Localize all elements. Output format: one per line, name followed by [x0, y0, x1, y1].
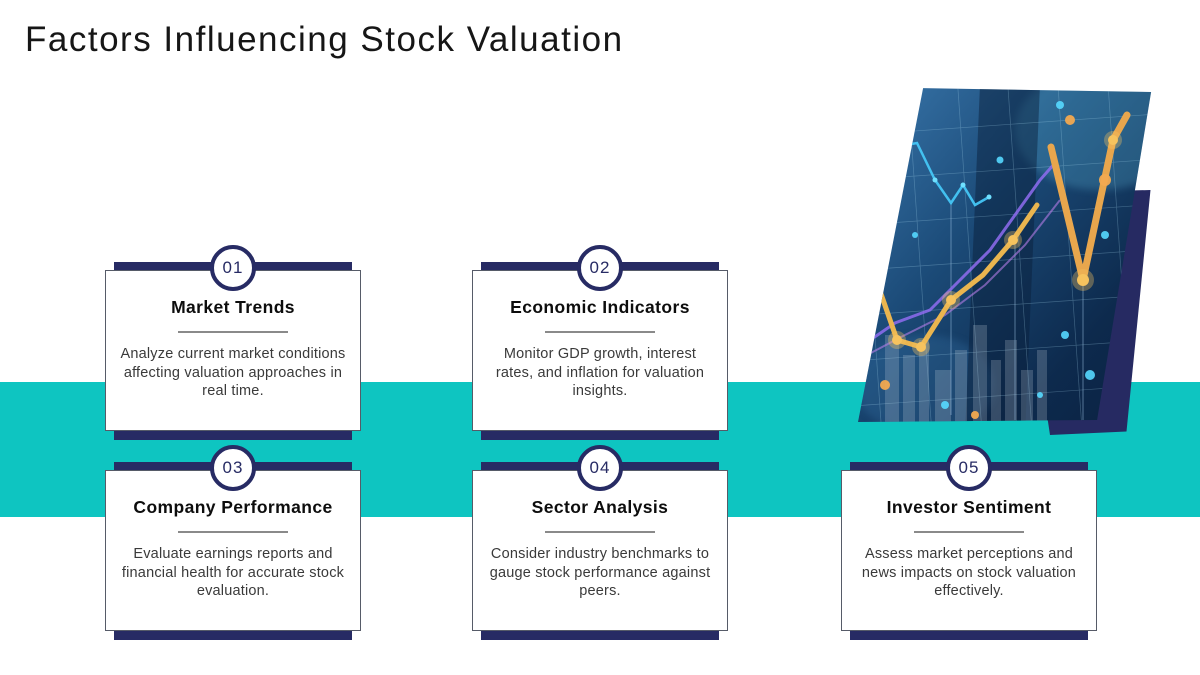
card-title: Market Trends — [171, 297, 295, 317]
card-number-badge: 02 — [577, 245, 623, 291]
card-bottom-bar — [114, 631, 352, 640]
card-body: Sector Analysis Consider industry benchm… — [472, 470, 728, 631]
card-divider — [914, 531, 1024, 533]
factor-card-1: Market Trends Analyze current market con… — [105, 245, 361, 440]
card-number-badge: 05 — [946, 445, 992, 491]
card-bottom-bar — [481, 431, 719, 440]
card-bottom-bar — [114, 431, 352, 440]
card-body: Investor Sentiment Assess market percept… — [841, 470, 1097, 631]
card-body: Economic Indicators Monitor GDP growth, … — [472, 270, 728, 431]
card-number-badge: 01 — [210, 245, 256, 291]
card-title: Company Performance — [133, 497, 333, 517]
factor-card-2: Economic Indicators Monitor GDP growth, … — [472, 245, 728, 440]
factor-card-4: Sector Analysis Consider industry benchm… — [472, 445, 728, 640]
card-description: Monitor GDP growth, interest rates, and … — [495, 346, 705, 400]
card-divider — [178, 531, 288, 533]
chart-artwork — [855, 85, 1155, 435]
card-divider — [545, 531, 655, 533]
card-body: Company Performance Evaluate earnings re… — [105, 470, 361, 631]
card-title: Sector Analysis — [531, 497, 669, 517]
card-description: Evaluate earnings reports and financial … — [121, 546, 345, 600]
card-bottom-bar — [850, 631, 1088, 640]
card-title: Economic Indicators — [510, 297, 690, 317]
card-title: Investor Sentiment — [886, 497, 1052, 517]
factor-card-3: Company Performance Evaluate earnings re… — [105, 445, 361, 640]
card-description: Consider industry benchmarks to gauge st… — [489, 546, 711, 600]
card-description: Assess market perceptions and news impac… — [861, 546, 1077, 600]
card-number-badge: 03 — [210, 445, 256, 491]
card-divider — [178, 331, 288, 333]
card-body: Market Trends Analyze current market con… — [105, 270, 361, 431]
slide-title: Factors Influencing Stock Valuation — [25, 20, 624, 59]
card-number-badge: 04 — [577, 445, 623, 491]
factor-card-5: Investor Sentiment Assess market percept… — [841, 445, 1097, 640]
card-divider — [545, 331, 655, 333]
card-description: Analyze current market conditions affect… — [120, 346, 346, 400]
card-bottom-bar — [481, 631, 719, 640]
